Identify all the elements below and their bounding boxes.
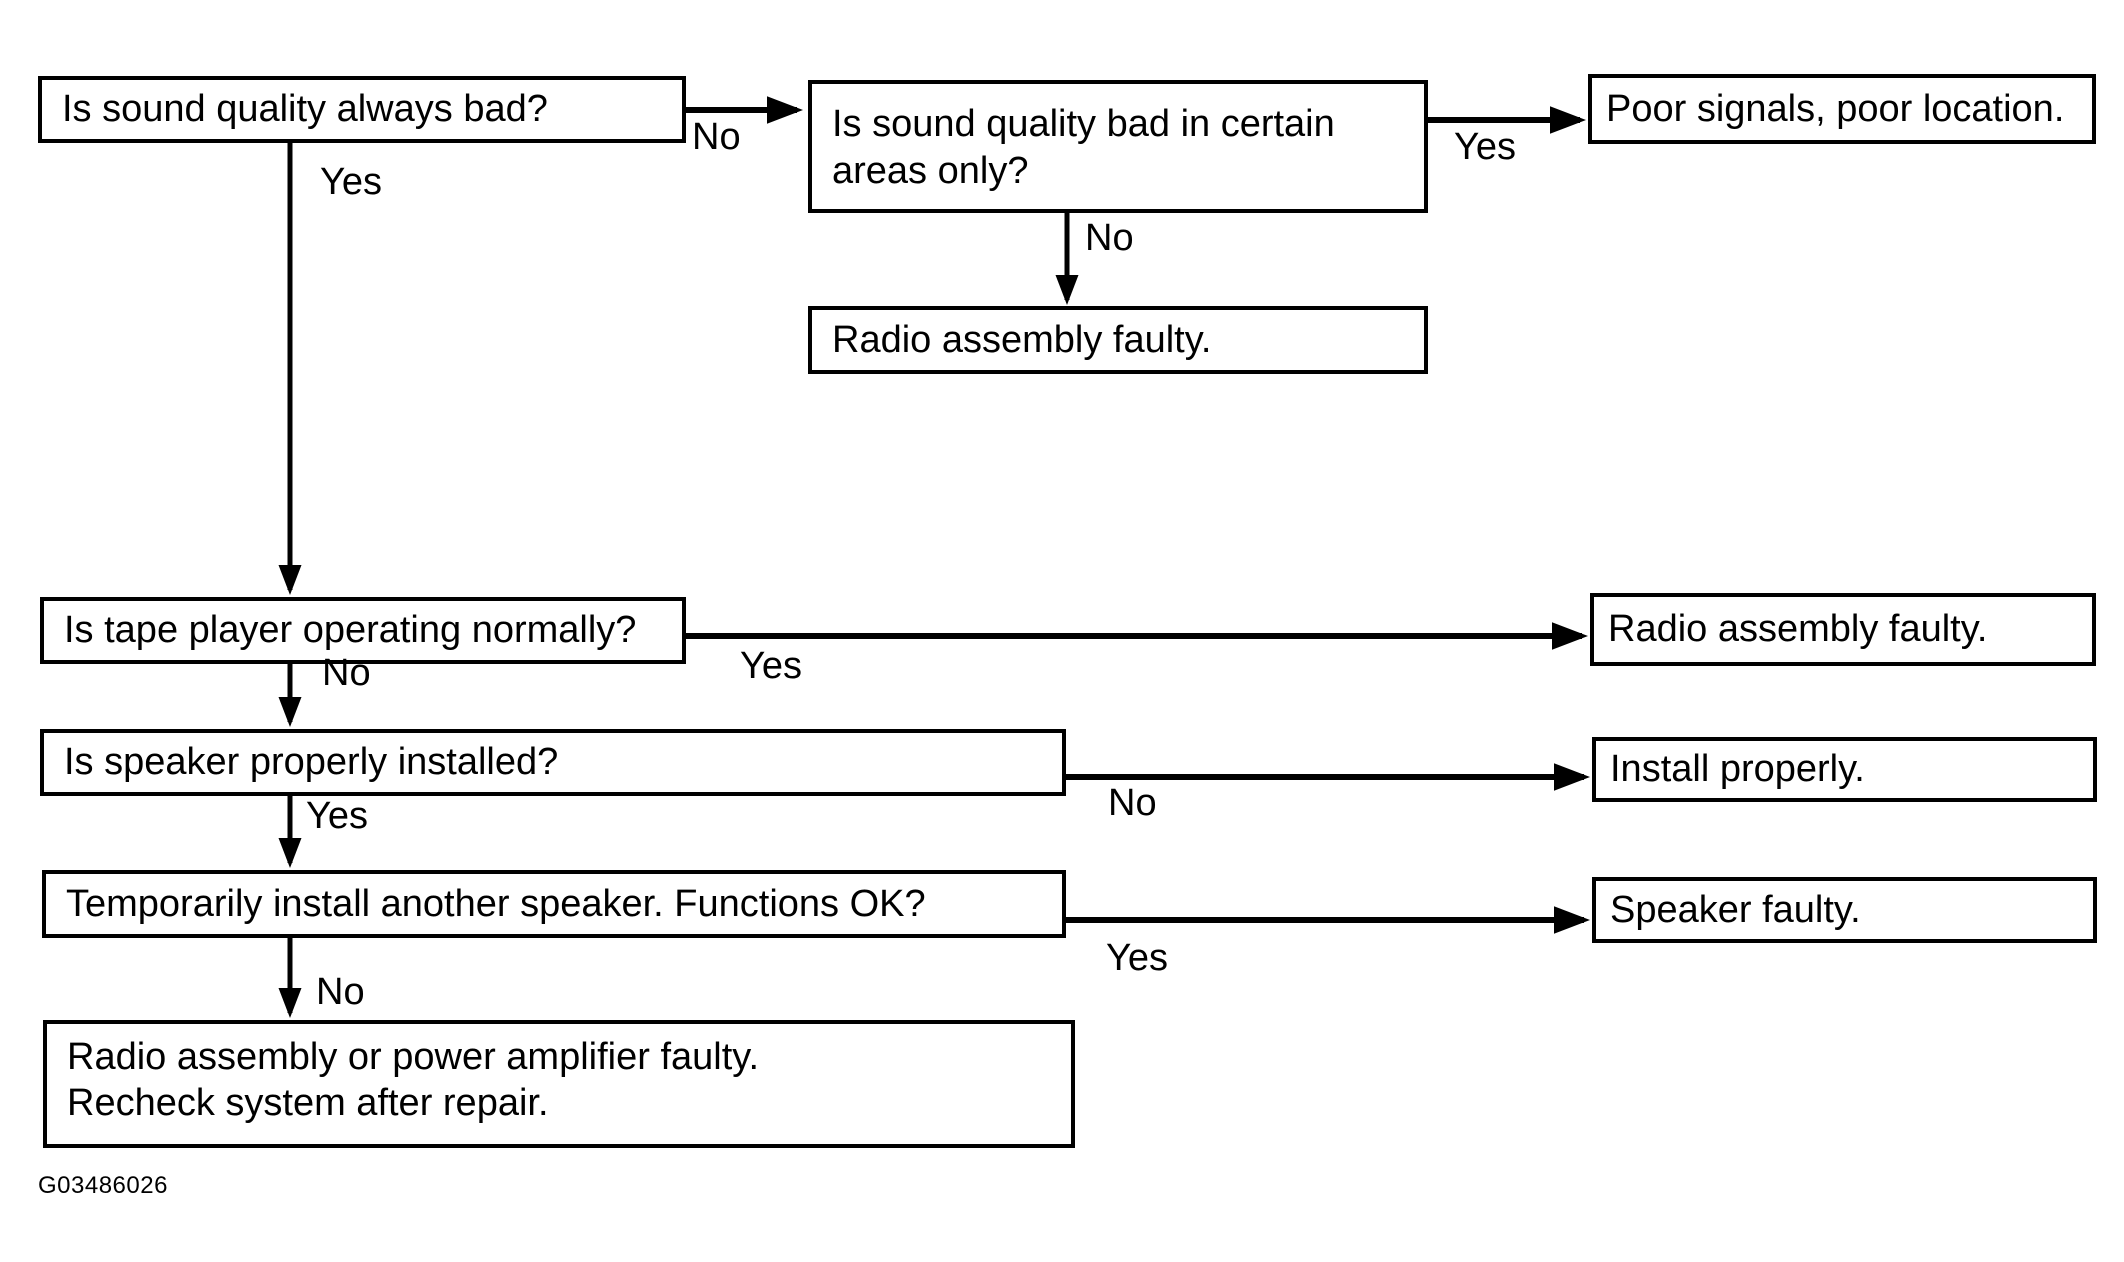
decision-box-sound-always-bad: Is sound quality always bad? bbox=[38, 76, 686, 143]
edge-label-certain-areas-yes: Yes bbox=[1454, 126, 1516, 168]
result-box-poor-signals: Poor signals, poor location. bbox=[1588, 74, 2096, 144]
figure-id: G03486026 bbox=[38, 1172, 168, 1199]
edge-label-speaker-installed-no: No bbox=[1108, 782, 1157, 824]
decision-text: Is speaker properly installed? bbox=[64, 741, 559, 784]
result-box-radio-or-amplifier-faulty: Radio assembly or power amplifier faulty… bbox=[43, 1020, 1075, 1148]
decision-box-speaker-installed: Is speaker properly installed? bbox=[40, 729, 1066, 796]
edge-label-certain-areas-no: No bbox=[1085, 217, 1134, 259]
decision-text: Is sound quality always bad? bbox=[62, 88, 548, 131]
result-text: Speaker faulty. bbox=[1610, 888, 1861, 931]
decision-text: Is sound quality bad in certain areas on… bbox=[832, 103, 1335, 192]
edge-label-speaker-installed-yes: Yes bbox=[306, 795, 368, 837]
decision-text: Is tape player operating normally? bbox=[64, 609, 637, 652]
result-text-line1: Radio assembly or power amplifier faulty… bbox=[67, 1036, 760, 1078]
edge-label-always-bad-no: No bbox=[692, 116, 741, 158]
edge-label-tape-player-no: No bbox=[322, 652, 371, 694]
result-text: Install properly. bbox=[1610, 748, 1865, 791]
result-box-install-properly: Install properly. bbox=[1592, 737, 2097, 802]
result-text-line2: Recheck system after repair. bbox=[67, 1082, 549, 1125]
decision-box-tape-player: Is tape player operating normally? bbox=[40, 597, 686, 664]
edge-label-temp-speaker-no: No bbox=[316, 971, 365, 1013]
edge-label-always-bad-yes: Yes bbox=[320, 161, 382, 203]
result-box-radio-assembly-faulty-mid: Radio assembly faulty. bbox=[1590, 593, 2096, 666]
decision-box-temp-speaker: Temporarily install another speaker. Fun… bbox=[42, 870, 1066, 938]
result-text: Radio assembly faulty. bbox=[832, 318, 1212, 361]
decision-text: Temporarily install another speaker. Fun… bbox=[66, 882, 926, 925]
decision-box-bad-certain-areas: Is sound quality bad in certain areas on… bbox=[808, 80, 1428, 213]
edge-label-tape-player-yes: Yes bbox=[740, 645, 802, 687]
result-box-speaker-faulty: Speaker faulty. bbox=[1592, 877, 2097, 943]
result-text: Radio assembly faulty. bbox=[1608, 608, 1988, 651]
edge-label-temp-speaker-yes: Yes bbox=[1106, 937, 1168, 979]
result-box-radio-assembly-faulty-top: Radio assembly faulty. bbox=[808, 306, 1428, 374]
result-text: Poor signals, poor location. bbox=[1606, 87, 2065, 130]
